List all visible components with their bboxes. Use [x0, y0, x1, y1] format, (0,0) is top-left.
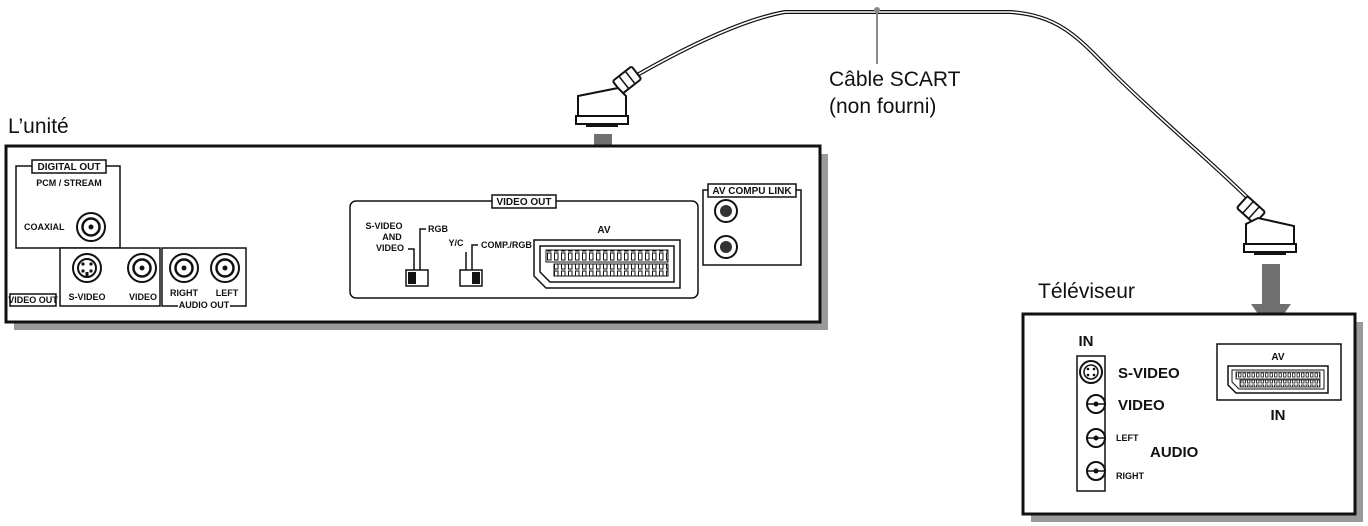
switch-video-label: VIDEO: [376, 243, 404, 253]
unit-caption: L’unité: [8, 115, 69, 138]
tv-s-video-label: S-VIDEO: [1118, 365, 1180, 382]
tv-audio-right-jack-icon: [1086, 461, 1106, 481]
audio-right-jack-icon: [169, 253, 199, 283]
video-out-panel-label: VIDEO OUT: [496, 197, 551, 208]
compu-link-jack-2-icon: [714, 235, 738, 259]
audio-out-section: RIGHT LEFT AUDIO OUT: [161, 247, 247, 311]
tv-rear-panel: IN S-VIDEO VIDEO: [1021, 312, 1363, 522]
tv-av-section: AV IN: [1216, 343, 1342, 424]
tv-s-video-jack-icon: [1079, 360, 1103, 384]
av-compu-link-label: AV COMPU LINK: [712, 186, 792, 197]
unit-rear-panel: DIGITAL OUT PCM / STREAM COAXIAL VIDEO O…: [4, 144, 828, 330]
video-label: VIDEO: [129, 292, 157, 302]
pcm-stream-label: PCM / STREAM: [36, 178, 102, 188]
tv-av-label: AV: [1271, 352, 1284, 363]
output-switches: S-VIDEO AND VIDEO RGB Y/C COMP./RGB: [365, 221, 532, 287]
digital-out-label: DIGITAL OUT: [38, 162, 101, 173]
tv-video-jack-icon: [1086, 394, 1106, 414]
video-out-section: VIDEO OUT S-VIDEO AND VIDEO RGB Y/C COMP…: [349, 194, 699, 299]
tv-right-label: RIGHT: [1116, 471, 1145, 481]
compu-link-jack-1-icon: [714, 199, 738, 223]
digital-out-section: DIGITAL OUT PCM / STREAM COAXIAL: [15, 159, 121, 249]
video-out-side-label: VIDEO OUT: [8, 295, 58, 305]
tv-inputs-section: S-VIDEO VIDEO LEFT RIGHT AUDIO: [1076, 355, 1199, 492]
audio-right-label: RIGHT: [170, 288, 199, 298]
scart-plug-tv: [1236, 195, 1297, 255]
coaxial-label: COAXIAL: [24, 222, 65, 232]
audio-left-jack-icon: [210, 253, 240, 283]
audio-left-label: LEFT: [216, 288, 239, 298]
unit-scart-socket: [533, 239, 681, 289]
unit-av-label: AV: [597, 225, 610, 236]
scart-cable: Câble SCART (non fourni): [575, 7, 1297, 255]
tv-scart-socket: [1227, 365, 1329, 394]
tv-left-label: LEFT: [1116, 433, 1139, 443]
tv-audio-left-jack-icon: [1086, 428, 1106, 448]
video-jack-icon: [127, 253, 157, 283]
tv-video-label: VIDEO: [1118, 397, 1165, 414]
av-compu-link-section: AV COMPU LINK: [702, 183, 802, 266]
cable-label-line1: Câble SCART: [829, 68, 961, 91]
audio-out-label: AUDIO OUT: [179, 300, 230, 310]
tv-audio-label: AUDIO: [1150, 444, 1199, 461]
coaxial-jack-icon: [76, 212, 106, 242]
switch-and-label: AND: [382, 232, 402, 242]
video-jacks-section: S-VIDEO VIDEO: [59, 247, 161, 307]
cable-label-line2: (non fourni): [829, 95, 936, 118]
switch-comp-rgb-label: COMP./RGB: [481, 240, 532, 250]
tv-in-header: IN: [1079, 333, 1094, 350]
switch-yc-label: Y/C: [448, 238, 464, 248]
tv-caption: Téléviseur: [1038, 280, 1135, 303]
switch-rgb-label: RGB: [428, 224, 449, 234]
switch-s-video-label: S-VIDEO: [365, 221, 402, 231]
tv-av-in-label: IN: [1271, 407, 1286, 424]
scart-plug-unit: [575, 66, 642, 127]
s-video-label: S-VIDEO: [68, 292, 105, 302]
s-video-jack-icon: [72, 253, 102, 283]
